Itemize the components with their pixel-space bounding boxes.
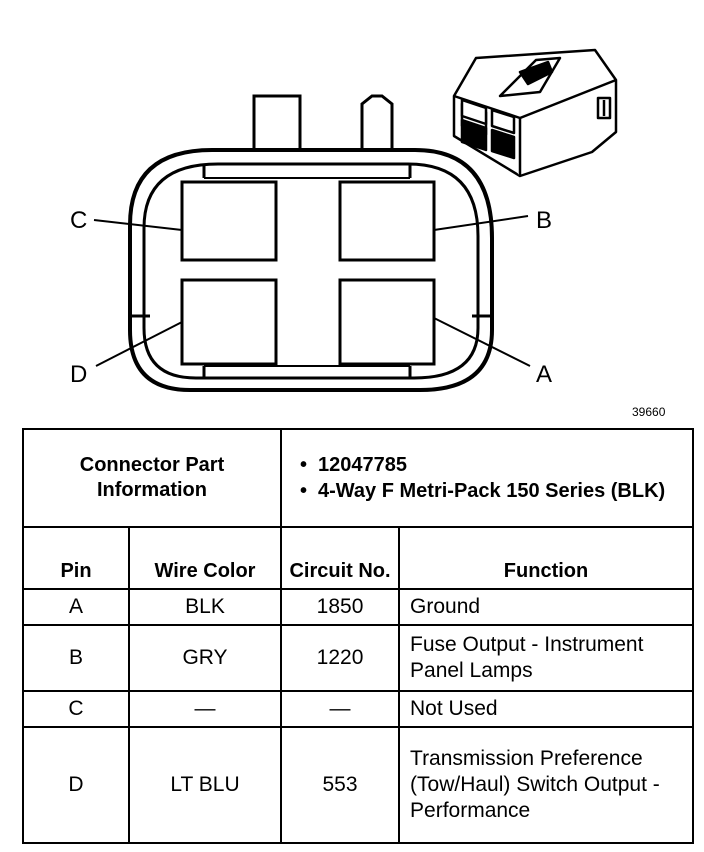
pin-cell: C — [22, 690, 130, 728]
column-header-row: Pin Wire Color Circuit No. Function — [22, 526, 695, 590]
circuit-cell: 1220 — [280, 624, 401, 692]
pin-label-b: B — [536, 207, 552, 234]
pin-label-d: D — [70, 361, 87, 388]
pin-label-c: C — [70, 207, 87, 234]
col-header-function: Function — [398, 526, 695, 590]
cavity-c — [180, 180, 278, 262]
wire-color-cell: GRY — [127, 624, 283, 692]
part-info-header: Connector Part Information — [21, 428, 283, 528]
connector-info-table: Connector Part Information 12047785 4-Wa… — [21, 428, 695, 844]
table-row: B GRY 1220 Fuse Output - Instrument Pane… — [22, 624, 695, 692]
part-series: 4-Way F Metri-Pack 150 Series (BLK) — [292, 478, 682, 504]
function-cell: Fuse Output - Instrument Panel Lamps — [398, 624, 695, 692]
pin-cell: D — [22, 726, 130, 844]
col-header-wire-color: Wire Color — [127, 526, 283, 590]
table-row: C — — Not Used — [22, 690, 695, 728]
pin-cell: B — [22, 624, 130, 692]
part-number: 12047785 — [292, 452, 682, 478]
function-cell: Ground — [398, 588, 695, 626]
wire-color-cell: LT BLU — [127, 726, 283, 844]
figure-number: 39660 — [632, 405, 666, 419]
part-details: 12047785 4-Way F Metri-Pack 150 Series (… — [280, 428, 695, 528]
cavity-b — [338, 180, 436, 262]
function-cell: Transmission Preference (Tow/Haul) Switc… — [398, 726, 695, 844]
col-header-pin: Pin — [22, 526, 130, 590]
cavity-d — [180, 278, 278, 366]
pin-cell: A — [22, 588, 130, 626]
function-cell: Not Used — [398, 690, 695, 728]
col-header-circuit-no: Circuit No. — [280, 526, 401, 590]
connector-diagram: C B D A 39660 — [70, 48, 666, 419]
circuit-cell: 1850 — [280, 588, 401, 626]
wire-color-cell: BLK — [127, 588, 283, 626]
connector-3d-view — [452, 48, 618, 178]
cavity-a — [338, 278, 436, 366]
circuit-cell: — — [280, 690, 401, 728]
table-row: D LT BLU 553 Transmission Preference (To… — [22, 726, 695, 844]
table-row: A BLK 1850 Ground — [22, 588, 695, 626]
pin-leader-lines — [93, 215, 531, 367]
part-info-row: Connector Part Information 12047785 4-Wa… — [21, 428, 695, 528]
pin-cavities — [180, 180, 436, 366]
wire-color-cell: — — [127, 690, 283, 728]
pin-label-a: A — [536, 361, 552, 388]
circuit-cell: 553 — [280, 726, 401, 844]
